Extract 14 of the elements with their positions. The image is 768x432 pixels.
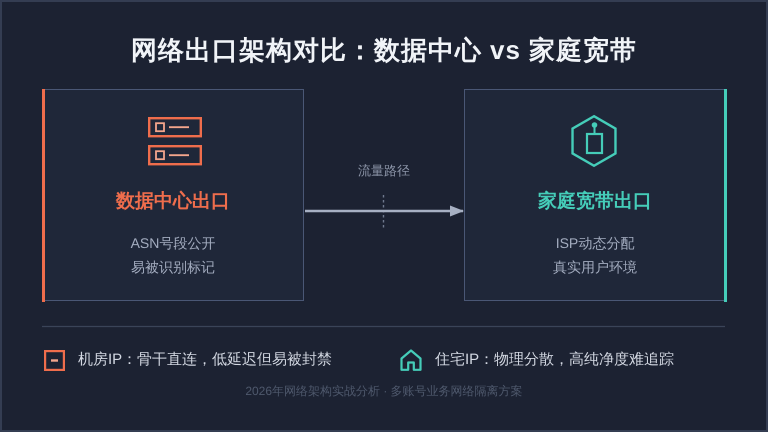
- card-description: ASN号段公开: [130, 234, 216, 253]
- card-panel: [464, 89, 726, 301]
- title: 网络出口架构对比：数据中心 vs 家庭宽带: [130, 34, 638, 67]
- arrow: [305, 206, 464, 216]
- legend-label: 机房IP：骨干直连，低延迟但易被封禁: [78, 350, 332, 370]
- card-description: 真实用户环境: [552, 258, 638, 277]
- card-description: ISP动态分配: [554, 234, 636, 253]
- card-panel: [42, 89, 304, 301]
- caption: 2026年网络架构实战分析 · 多账号业务网络隔离方案: [244, 383, 524, 399]
- card-title: 数据中心出口: [114, 190, 231, 214]
- card-title: 家庭宽带出口: [537, 190, 653, 214]
- legend-label: 住宅IP：物理分散，高纯净度难追踪: [435, 350, 674, 370]
- card-description: 易被识别标记: [130, 258, 216, 277]
- edge-label: 流量路径: [358, 162, 410, 180]
